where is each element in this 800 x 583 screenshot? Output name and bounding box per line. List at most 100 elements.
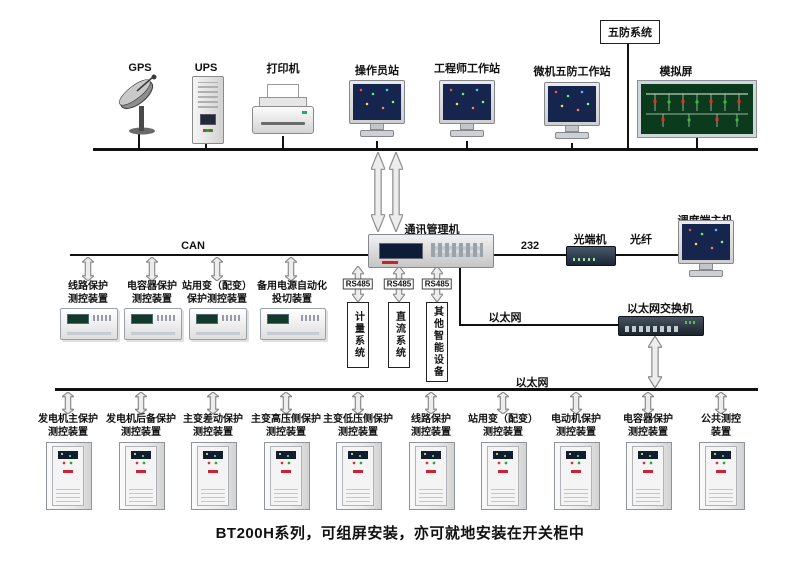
ups-display <box>200 114 216 125</box>
double-arrow <box>82 257 94 281</box>
relay-buttons <box>93 315 111 321</box>
cabinet-vent <box>274 487 298 502</box>
relay-strip <box>131 332 175 335</box>
monitor-screen <box>443 84 491 120</box>
printer-slot <box>261 122 305 125</box>
cabinet-front <box>560 446 592 506</box>
engineer-station-monitor-icon <box>439 80 495 137</box>
relay-lcd <box>196 314 218 324</box>
monitor-screen <box>353 84 401 120</box>
cabinet-logo <box>281 470 291 473</box>
cabinet-vent <box>419 487 443 502</box>
monitor-screen <box>548 86 596 122</box>
top-network-bus <box>93 148 758 151</box>
station-label-mimic-panel: 模拟屏 <box>659 66 693 78</box>
cabinet-vent <box>346 487 370 502</box>
comm-manager-logo <box>382 261 398 264</box>
relay-lcd <box>131 314 153 324</box>
ethernet-switch-label: 以太网交换机 <box>627 303 693 315</box>
cabinet-logo <box>353 470 363 473</box>
monitor-neck <box>370 124 384 130</box>
optical-terminal-device <box>566 246 616 266</box>
cabinet-front <box>270 446 302 506</box>
cabinet-display <box>421 451 441 459</box>
double-arrow <box>135 392 147 414</box>
cabinet-label: 发电机后备保护测控装置 <box>106 414 176 438</box>
ups-leds <box>203 129 213 132</box>
cabinet-display <box>711 451 731 459</box>
cabinet-logo <box>571 470 581 473</box>
protection-cabinet-icon <box>191 442 237 510</box>
protection-cabinet-icon <box>46 442 92 510</box>
cabinet-leds <box>641 461 655 465</box>
mimic-panel-icon <box>637 80 757 138</box>
protection-cabinet-icon <box>409 442 455 510</box>
double-arrow <box>285 257 297 281</box>
cabinet-vent <box>709 487 733 502</box>
protection-cabinet-icon <box>264 442 310 510</box>
station-label-ups: UPS <box>194 62 218 74</box>
relay-strip <box>67 332 111 335</box>
station-label-gps: GPS <box>128 62 152 74</box>
device-drop-lines <box>138 43 698 326</box>
relay-strip <box>196 332 240 335</box>
printer-icon <box>252 84 314 138</box>
cabinet-leds <box>569 461 583 465</box>
cabinet-logo <box>498 470 508 473</box>
cabinet-vent <box>636 487 660 502</box>
optical-terminal-label: 光端机 <box>573 234 607 246</box>
satellite-dish-icon <box>118 74 157 135</box>
monitor-neck <box>699 264 713 270</box>
station-label-operator: 操作员站 <box>355 65 399 77</box>
monitor-base <box>689 270 723 277</box>
dispatch-host-monitor-icon <box>678 220 734 277</box>
monitor-frame <box>544 82 600 126</box>
serial-232-label: 232 <box>520 240 540 252</box>
relay-buttons <box>157 315 175 321</box>
cabinet-vent <box>564 487 588 502</box>
cabinet-front <box>197 446 229 506</box>
cabinet-logo <box>63 470 73 473</box>
metering-system-box: 计量系统 <box>347 302 369 368</box>
relay-device-icon <box>260 308 326 340</box>
printer-paper <box>267 84 299 98</box>
other-smart-devices-box: 其他智能设备 <box>426 302 448 382</box>
cabinet-leds <box>279 461 293 465</box>
relay-device-icon <box>60 308 118 340</box>
rs485-tag: RS485 <box>421 278 453 290</box>
rs485-tag: RS485 <box>383 278 415 290</box>
cabinet-logo <box>716 470 726 473</box>
can-label: CAN <box>181 240 205 252</box>
cabinet-label: 站用变（配变）测控装置 <box>468 414 538 438</box>
cabinet-front <box>487 446 519 506</box>
relay-lcd <box>267 314 289 324</box>
cabinet-front <box>705 446 737 506</box>
double-arrow <box>211 257 223 281</box>
double-arrow <box>62 392 74 414</box>
can-bus-line <box>70 254 370 256</box>
cabinet-leds <box>61 461 75 465</box>
can-device-label: 线路保护测控装置 <box>68 281 108 305</box>
cabinet-leds <box>714 461 728 465</box>
comm-manager-device <box>368 234 494 268</box>
cabinet-leds <box>351 461 365 465</box>
protection-cabinet-icon <box>626 442 672 510</box>
cabinet-front <box>415 446 447 506</box>
printer-body <box>252 106 314 134</box>
monitor-neck <box>460 124 474 130</box>
cabinet-label: 发电机主保护测控装置 <box>38 414 98 438</box>
can-device-label: 电容器保护测控装置 <box>127 281 177 305</box>
cabinet-display <box>348 451 368 459</box>
relay-buttons <box>301 315 319 321</box>
fiber-label: 光纤 <box>630 234 652 246</box>
cabinet-vent <box>129 487 153 502</box>
printer-led <box>302 111 307 114</box>
monitor-base <box>450 130 484 137</box>
cabinet-label: 电容器保护测控装置 <box>623 414 673 438</box>
five-prevention-system-box: 五防系统 <box>600 20 660 44</box>
relay-lcd <box>67 314 89 324</box>
cabinet-front <box>52 446 84 506</box>
station-label-printer: 打印机 <box>266 63 300 75</box>
cabinet-front <box>342 446 374 506</box>
